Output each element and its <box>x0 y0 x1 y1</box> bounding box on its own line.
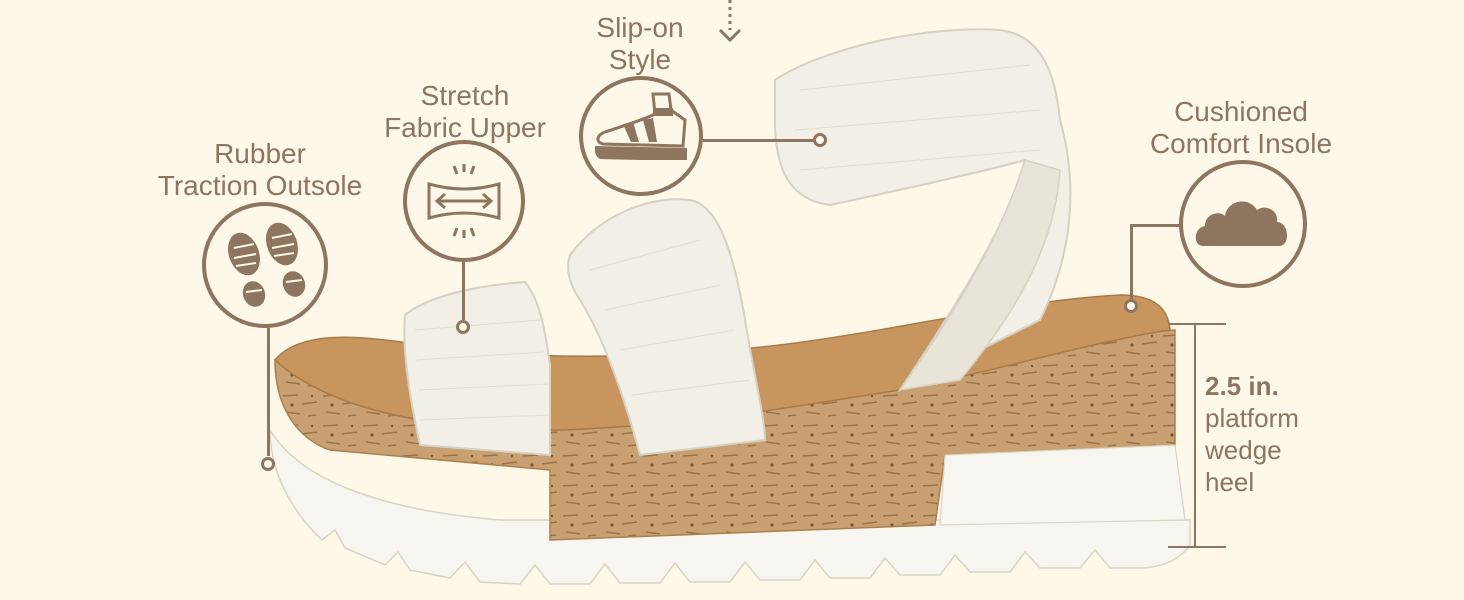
outsole-icon-circle <box>202 202 328 328</box>
slipon-label-line2: Style <box>608 44 672 75</box>
slipon-label: Slip-on Style <box>560 12 720 76</box>
insole-label-line1: Cushioned <box>1174 96 1308 127</box>
outsole-connector-line <box>267 328 270 456</box>
slipon-label-line1: Slip-on <box>596 12 684 43</box>
heel-height-line2: wedge <box>1205 435 1282 465</box>
outsole-label-line1: Rubber <box>214 138 306 169</box>
scroll-down-arrow-icon <box>718 0 742 43</box>
upper-connector-line <box>462 262 465 320</box>
upper-label-line2: Fabric Upper <box>384 112 546 143</box>
stretch-arrows-icon <box>427 164 501 238</box>
slipon-icon-circle <box>579 76 703 196</box>
outsole-label-line2: Traction Outsole <box>157 170 363 201</box>
insole-connector-line-v <box>1130 224 1133 300</box>
insole-connector-line-h <box>1130 224 1180 227</box>
upper-label-line1: Stretch <box>420 80 510 111</box>
slipon-connector-line <box>703 139 814 142</box>
heel-height-line1: platform <box>1205 403 1299 433</box>
insole-label-line2: Comfort Insole <box>1149 128 1333 159</box>
heel-height-line3: heel <box>1205 467 1255 497</box>
height-top-tick <box>1168 323 1226 325</box>
upper-dot <box>456 320 470 334</box>
height-bottom-tick <box>1168 546 1226 548</box>
slipon-dot <box>813 133 827 147</box>
outsole-label: Rubber Traction Outsole <box>140 138 380 202</box>
heel-height-text: 2.5 in. platform wedge heel <box>1205 370 1299 498</box>
insole-dot <box>1124 299 1138 313</box>
outsole-dot <box>261 457 275 471</box>
heel-height-value: 2.5 in. <box>1205 371 1279 401</box>
upper-label: Stretch Fabric Upper <box>360 80 570 144</box>
insole-icon-circle <box>1179 160 1307 288</box>
insole-label: Cushioned Comfort Insole <box>1130 96 1352 160</box>
cloud-icon <box>1195 201 1288 246</box>
sandal-foot-icon <box>595 92 688 163</box>
footprints-icon <box>228 222 306 307</box>
height-measure-line <box>1194 323 1196 547</box>
upper-icon-circle <box>403 140 525 262</box>
